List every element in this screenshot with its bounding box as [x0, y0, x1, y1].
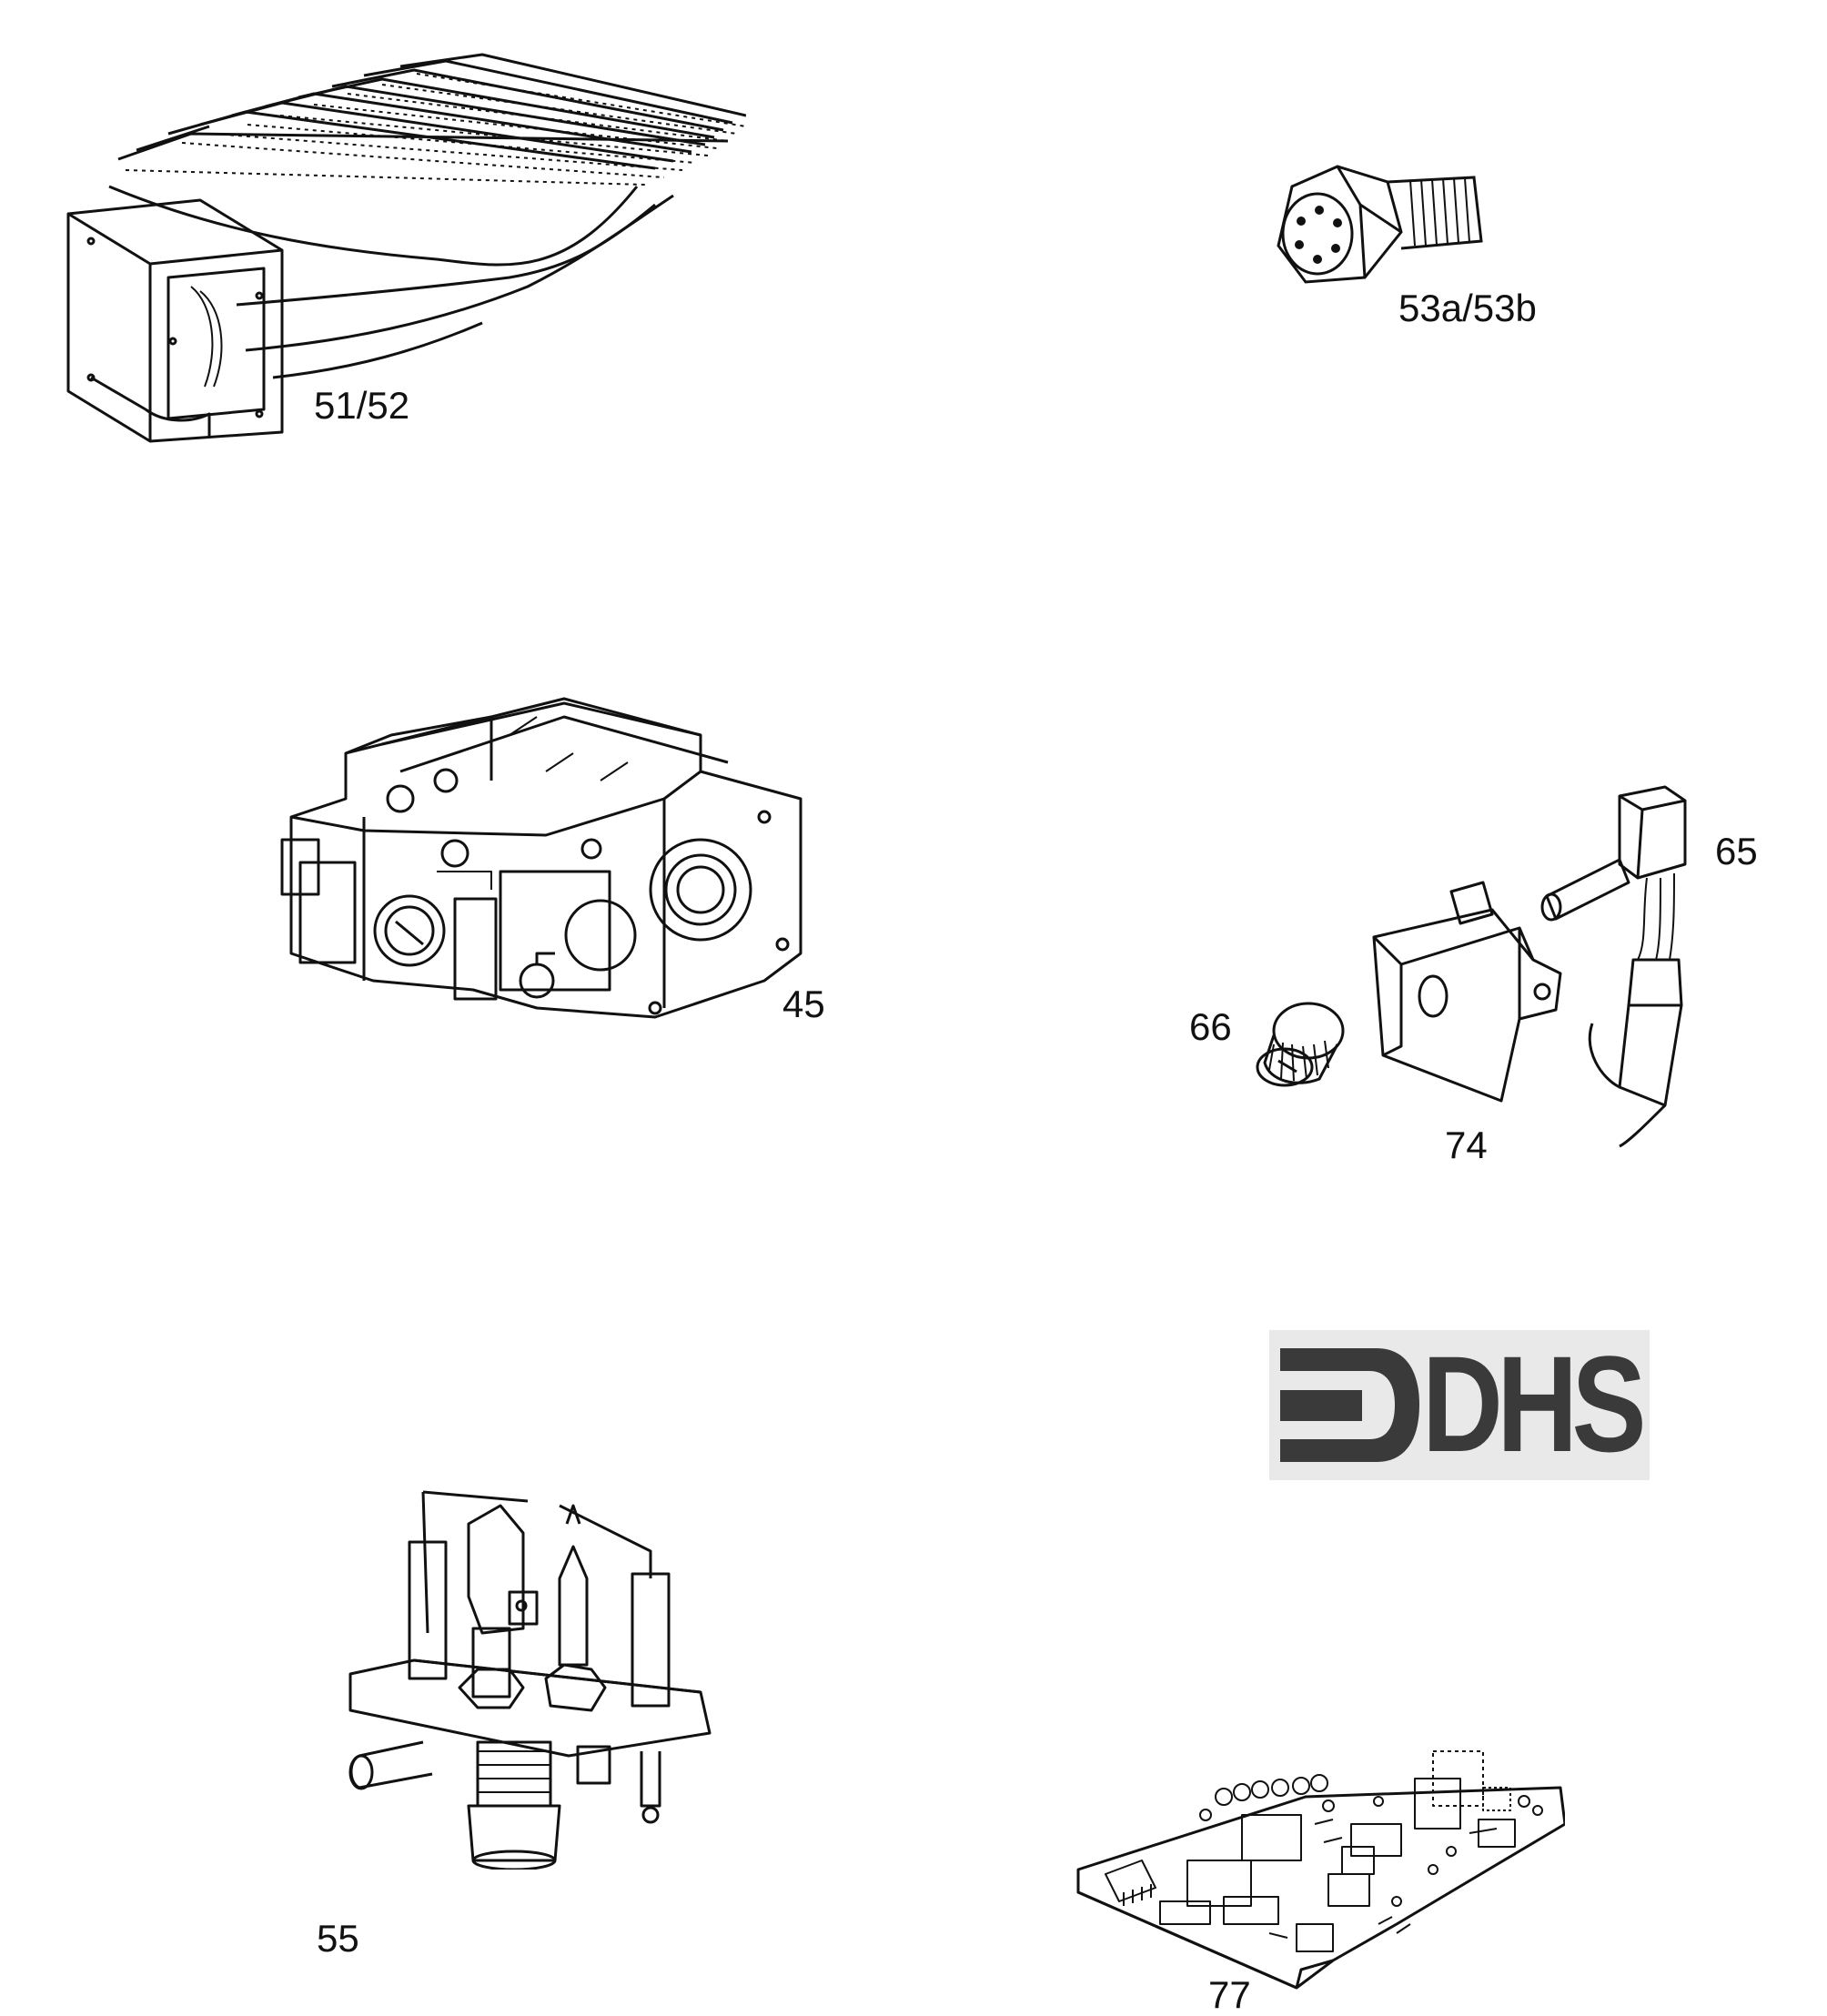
- dhs-logo-icon: DHS: [1269, 1330, 1650, 1480]
- thermistor-sensor-icon: [1529, 778, 1711, 1151]
- part-label-66: 66: [1189, 1005, 1232, 1048]
- part-label-77: 77: [1208, 1973, 1251, 2016]
- part-label-45: 45: [782, 983, 825, 1025]
- potentiometer-icon: [1365, 873, 1574, 1110]
- part-label-65: 65: [1715, 830, 1758, 872]
- part-label-55: 55: [317, 1917, 359, 1960]
- circuit-board-icon: [1069, 1715, 1565, 1997]
- burner-icon: [55, 50, 746, 459]
- part-label-74: 74: [1445, 1124, 1488, 1166]
- injector-nozzle-icon: [1265, 150, 1488, 305]
- gas-valve-icon: [273, 680, 810, 1026]
- part-label-53a-53b: 53a/53b: [1398, 287, 1537, 329]
- control-knob-icon: [1247, 990, 1351, 1094]
- dhs-logo-text: DHS: [1422, 1327, 1647, 1480]
- pilot-assembly-icon: [341, 1478, 714, 1870]
- part-label-51-52: 51/52: [314, 384, 410, 427]
